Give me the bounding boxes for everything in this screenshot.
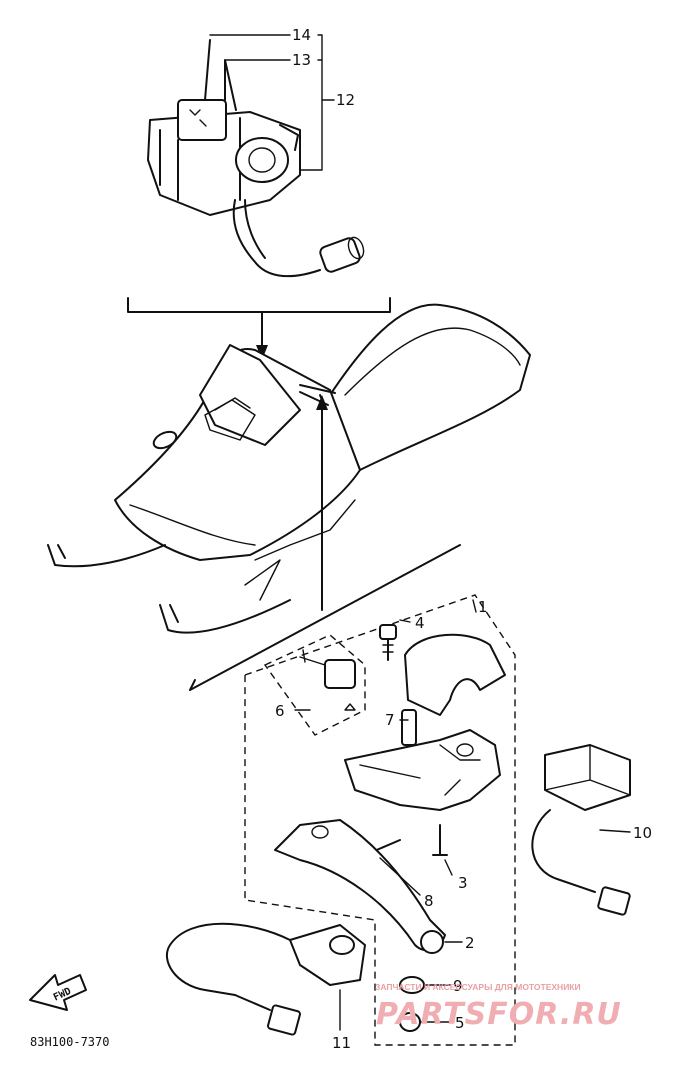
watermark: ЗАПЧАСТИ И АКСЕССУАРЫ ДЛЯ МОТОТЕХНИКИ PA… [375,982,622,1032]
callout-12: 12 [336,91,355,109]
callout-leaders-bottom [294,599,631,1031]
drawing-code: 83H100-7370 [30,1035,109,1049]
callout-1: 1 [478,598,488,616]
svg-text:PARTSFOR.RU: PARTSFOR.RU [376,997,622,1032]
lever-housing [344,729,501,811]
brake-lever [274,819,446,954]
top-bracket [127,297,391,313]
cover-cap [404,633,506,716]
control-unit-assembly [147,39,365,278]
part-11-switch [165,922,366,1036]
callout-leaders-top [209,34,335,171]
part-6-block [299,649,356,711]
callout-8: 8 [424,892,434,910]
svg-text:ЗАПЧАСТИ И АКСЕССУАРЫ ДЛЯ МОТО: ЗАПЧАСТИ И АКСЕССУАРЫ ДЛЯ МОТОТЕХНИКИ [375,982,581,992]
snowmobile-illustration [47,303,531,634]
callout-13: 13 [292,51,311,69]
fwd-arrow-icon: FWD [29,974,87,1011]
part-3-screw [432,824,448,856]
callout-9: 9 [453,977,463,995]
callout-10: 10 [633,824,652,842]
callout-3: 3 [458,874,468,892]
part-4-screw [379,624,397,661]
part-7-pin [401,709,417,746]
callout-14: 14 [292,26,311,44]
part-10-switch [531,744,631,916]
callout-11: 11 [332,1034,351,1052]
callout-4: 4 [415,614,425,632]
throttle-assembly-outline [244,594,516,1046]
callout-7: 7 [385,711,395,729]
callout-2: 2 [465,934,475,952]
section-divider [189,544,461,691]
callout-6: 6 [275,702,285,720]
callout-5: 5 [455,1014,465,1032]
